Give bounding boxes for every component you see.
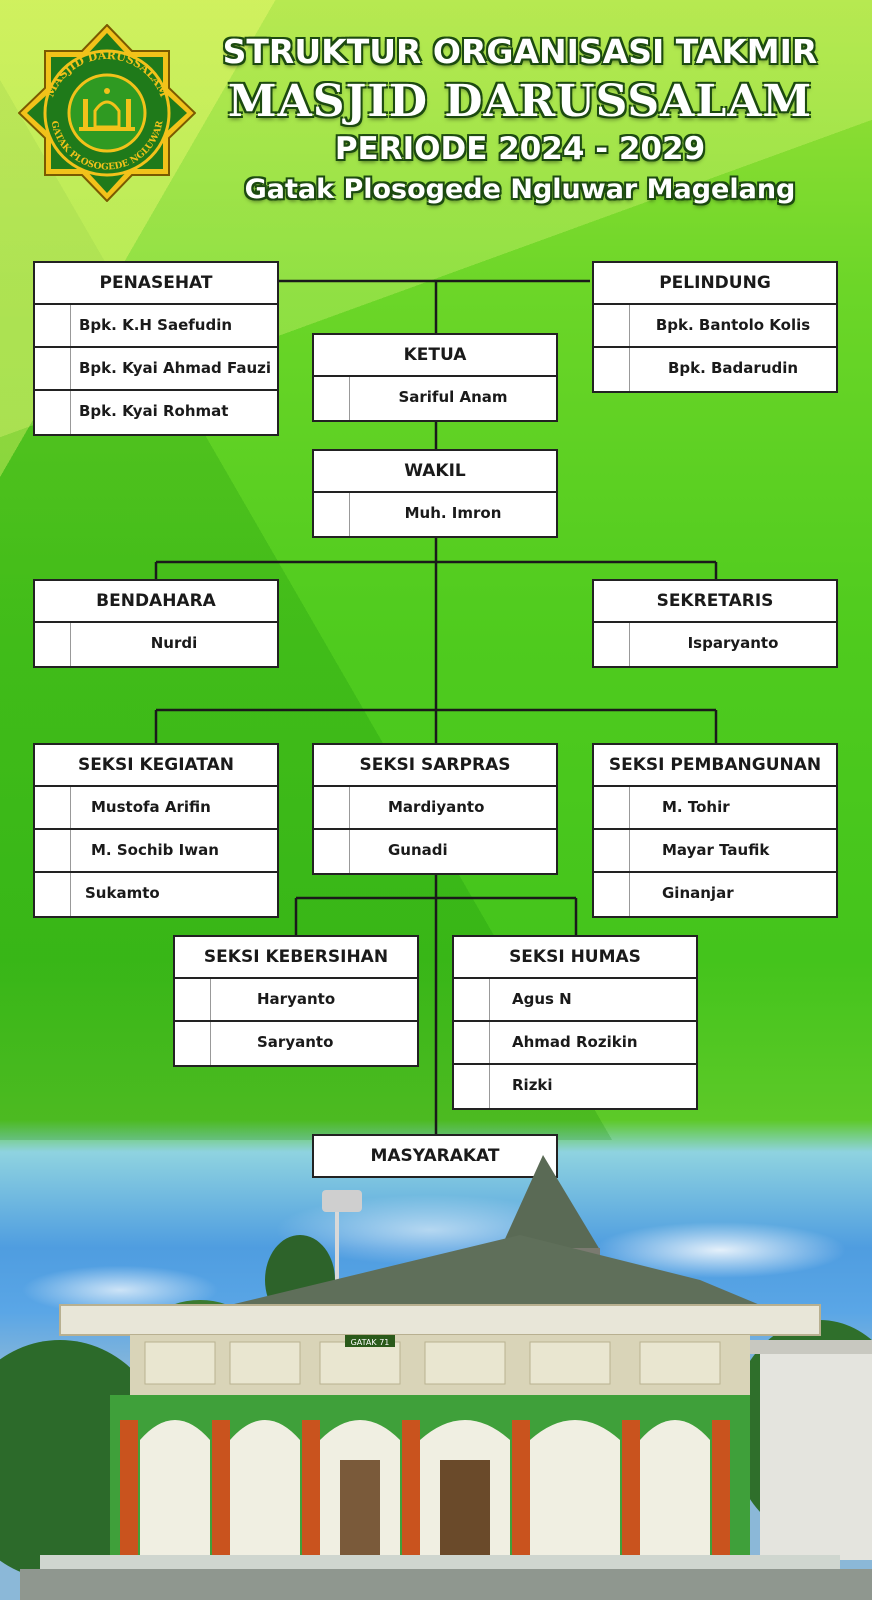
seksi-humas-member: Agus N (512, 990, 572, 1008)
list-item: Nurdi (35, 623, 277, 666)
seksi-kebersihan-member: Saryanto (257, 1033, 334, 1051)
pelindung-title: PELINDUNG (594, 263, 836, 305)
seksi-sarpras-title: SEKSI SARPRAS (314, 745, 556, 787)
list-item: Sukamto (35, 873, 277, 916)
title-line-2: MASJID DARUSSALAM (227, 76, 813, 127)
list-item: Mustofa Arifin (35, 787, 277, 830)
pelindung-member: Bpk. Badarudin (667, 359, 799, 377)
list-item: M. Sochib Iwan (35, 830, 277, 873)
penasehat-title: PENASEHAT (35, 263, 277, 305)
list-item: Isparyanto (594, 623, 836, 666)
bendahara-title: BENDAHARA (35, 581, 277, 623)
penasehat-member: Bpk. Kyai Ahmad Fauzi (79, 359, 272, 377)
seksi-sarpras-member: Mardiyanto (388, 798, 485, 816)
sekretaris-title: SEKRETARIS (594, 581, 836, 623)
mosque-photo: GATAK 71 (0, 1155, 872, 1600)
list-item: Gunadi (314, 830, 556, 873)
list-item: M. Tohir (594, 787, 836, 830)
list-item: Agus N (454, 979, 696, 1022)
list-item: Bpk. Bantolo Kolis (594, 305, 836, 348)
list-item: Bpk. Kyai Rohmat (35, 391, 277, 434)
wakil-title: WAKIL (314, 451, 556, 493)
list-item: Sariful Anam (314, 377, 556, 420)
box-wakil: WAKIL Muh. Imron (312, 449, 558, 538)
ketua-member: Sariful Anam (398, 388, 508, 406)
list-item: Mayar Taufik (594, 830, 836, 873)
box-seksi-kegiatan: SEKSI KEGIATAN Mustofa Arifin M. Sochib … (33, 743, 279, 918)
box-seksi-pembangunan: SEKSI PEMBANGUNAN M. Tohir Mayar Taufik … (592, 743, 838, 918)
seksi-humas-title: SEKSI HUMAS (454, 937, 696, 979)
list-item: Haryanto (175, 979, 417, 1022)
list-item: Ahmad Rozikin (454, 1022, 696, 1065)
ketua-title: KETUA (314, 335, 556, 377)
box-pelindung: PELINDUNG Bpk. Bantolo Kolis Bpk. Badaru… (592, 261, 838, 393)
seksi-kegiatan-title: SEKSI KEGIATAN (35, 745, 277, 787)
box-ketua: KETUA Sariful Anam (312, 333, 558, 422)
box-seksi-humas: SEKSI HUMAS Agus N Ahmad Rozikin Rizki (452, 935, 698, 1110)
list-item: Bpk. Badarudin (594, 348, 836, 391)
box-masyarakat: MASYARAKAT (312, 1134, 558, 1178)
seksi-humas-member: Ahmad Rozikin (512, 1033, 638, 1051)
box-sekretaris: SEKRETARIS Isparyanto (592, 579, 838, 668)
seksi-kegiatan-member: Sukamto (85, 884, 160, 902)
penasehat-member: Bpk. K.H Saefudin (79, 316, 233, 334)
seksi-kebersihan-title: SEKSI KEBERSIHAN (175, 937, 417, 979)
mosque-logo: MASJID DARUSSALAM GATAK PLOSOGEDE NGLUWA… (18, 24, 196, 202)
seksi-pembangunan-member: Ginanjar (662, 884, 734, 902)
list-item: Mardiyanto (314, 787, 556, 830)
list-item: Saryanto (175, 1022, 417, 1065)
pelindung-member: Bpk. Bantolo Kolis (655, 316, 811, 334)
list-item: Rizki (454, 1065, 696, 1108)
list-item: Ginanjar (594, 873, 836, 916)
title-line-4: Gatak Plosogede Ngluwar Magelang (244, 174, 796, 205)
penasehat-member: Bpk. Kyai Rohmat (79, 402, 229, 420)
list-item: Muh. Imron (314, 493, 556, 536)
seksi-sarpras-member: Gunadi (388, 841, 448, 859)
seksi-humas-member: Rizki (512, 1076, 553, 1094)
seksi-kebersihan-member: Haryanto (257, 990, 336, 1008)
box-bendahara: BENDAHARA Nurdi (33, 579, 279, 668)
box-seksi-kebersihan: SEKSI KEBERSIHAN Haryanto Saryanto (173, 935, 419, 1067)
seksi-pembangunan-member: M. Tohir (662, 798, 730, 816)
seksi-kegiatan-member: M. Sochib Iwan (91, 841, 219, 859)
title-line-1: STRUKTUR ORGANISASI TAKMIR (222, 32, 818, 71)
wakil-member: Muh. Imron (404, 504, 502, 522)
seksi-pembangunan-member: Mayar Taufik (662, 841, 770, 859)
seksi-kegiatan-member: Mustofa Arifin (91, 798, 211, 816)
sekretaris-member: Isparyanto (687, 634, 779, 652)
seksi-pembangunan-title: SEKSI PEMBANGUNAN (594, 745, 836, 787)
bendahara-member: Nurdi (150, 634, 198, 652)
list-item: Bpk. K.H Saefudin (35, 305, 277, 348)
list-item: Bpk. Kyai Ahmad Fauzi (35, 348, 277, 391)
box-penasehat: PENASEHAT Bpk. K.H Saefudin Bpk. Kyai Ah… (33, 261, 279, 436)
title-line-3: PERIODE 2024 - 2029 (334, 131, 706, 167)
box-seksi-sarpras: SEKSI SARPRAS Mardiyanto Gunadi (312, 743, 558, 875)
mosque-sign-text: GATAK 71 (351, 1338, 390, 1347)
